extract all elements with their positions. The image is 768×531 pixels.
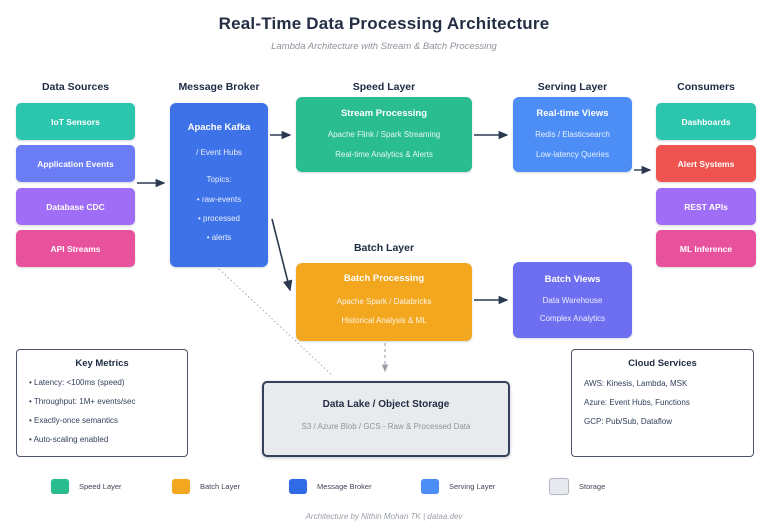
node-realtime-views: Real-time Views Redis / Elasticsearch Lo…: [513, 97, 632, 172]
legend-label: Storage: [579, 481, 606, 491]
header-batch-layer: Batch Layer: [353, 242, 415, 254]
node-title: Stream Processing: [340, 108, 428, 119]
node-line: Low-latency Queries: [536, 150, 609, 159]
cloud-services-panel: Cloud Services AWS: Kinesis, Lambda, MSK…: [571, 349, 754, 457]
header-serving-layer: Serving Layer: [537, 81, 608, 93]
node-database-cdc: Database CDC: [16, 188, 135, 225]
node-line: S3 / Azure Blob / GCS - Raw & Processed …: [301, 422, 471, 431]
node-label: ML Inference: [679, 243, 733, 254]
node-line: • alerts: [206, 233, 232, 242]
node-line: Redis / Elasticsearch: [535, 130, 610, 139]
node-label: API Streams: [50, 243, 101, 254]
node-line: • processed: [198, 214, 240, 223]
legend-storage: Storage: [549, 477, 606, 495]
node-data-lake: Data Lake / Object Storage S3 / Azure Bl…: [262, 381, 510, 457]
node-apache-kafka: Apache Kafka / Event Hubs Topics: • raw-…: [170, 103, 268, 267]
node-ml-inference: ML Inference: [656, 230, 756, 267]
legend-serving-layer: Serving Layer: [421, 478, 495, 494]
node-label: Database CDC: [46, 201, 105, 212]
node-title: Batch Views: [544, 274, 601, 285]
node-batch-views: Batch Views Data Warehouse Complex Analy…: [513, 262, 632, 338]
node-title: Real-time Views: [536, 108, 609, 119]
node-application-events: Application Events: [16, 145, 135, 182]
legend-speed-layer: Speed Layer: [51, 478, 122, 494]
node-label: Application Events: [37, 158, 114, 169]
node-title: Batch Processing: [343, 273, 425, 284]
panel-title: Cloud Services: [628, 358, 697, 369]
node-line: Apache Flink / Spark Streaming: [327, 130, 441, 139]
page-subtitle: Lambda Architecture with Stream & Batch …: [271, 41, 497, 52]
legend-label: Batch Layer: [200, 481, 241, 491]
node-line: • raw-events: [196, 195, 242, 204]
node-dashboards: Dashboards: [656, 103, 756, 140]
metric-item: • Auto-scaling enabled: [29, 435, 109, 444]
node-label: Dashboards: [681, 116, 731, 127]
node-line: Apache Spark / Databricks: [336, 297, 432, 306]
footer-credit: Architecture by Nithin Mohan TK | dataa.…: [305, 512, 463, 521]
cloud-item: GCP: Pub/Sub, Dataflow: [584, 417, 673, 426]
page-title: Real-Time Data Processing Architecture: [218, 14, 550, 33]
node-line: Complex Analytics: [539, 314, 606, 323]
legend-swatch-lightblue: [421, 478, 439, 494]
legend-swatch-orange: [172, 478, 190, 494]
legend-swatch-blue: [289, 478, 307, 494]
header-consumers: Consumers: [677, 81, 735, 93]
legend-message-broker: Message Broker: [289, 478, 372, 494]
node-title: Data Lake / Object Storage: [322, 399, 450, 410]
node-label: IoT Sensors: [51, 116, 100, 127]
node-label: REST APIs: [684, 201, 728, 212]
header-data-sources: Data Sources: [41, 81, 110, 93]
node-line: Topics:: [206, 175, 232, 184]
legend-label: Serving Layer: [449, 481, 496, 491]
node-line: Data Warehouse: [542, 296, 603, 305]
node-line: Historical Analysis & ML: [341, 316, 427, 325]
key-metrics-panel: Key Metrics • Latency: <100ms (speed) • …: [16, 349, 188, 457]
node-api-streams: API Streams: [16, 230, 135, 267]
node-batch-processing: Batch Processing Apache Spark / Databric…: [296, 263, 472, 341]
legend-swatch-green: [51, 478, 69, 494]
legend-label: Speed Layer: [79, 481, 122, 491]
node-alert-systems: Alert Systems: [656, 145, 756, 182]
metric-item: • Exactly-once semantics: [29, 416, 119, 425]
legend-swatch-gray: [549, 477, 569, 495]
cloud-item: Azure: Event Hubs, Functions: [584, 398, 690, 407]
node-line: Real-time Analytics & Alerts: [335, 150, 433, 159]
node-title: Apache Kafka: [187, 122, 251, 133]
node-rest-apis: REST APIs: [656, 188, 756, 225]
legend-label: Message Broker: [317, 481, 372, 491]
header-message-broker: Message Broker: [178, 81, 260, 93]
header-speed-layer: Speed Layer: [352, 81, 416, 93]
node-iot-sensors: IoT Sensors: [16, 103, 135, 140]
metric-item: • Latency: <100ms (speed): [29, 378, 125, 387]
node-line: / Event Hubs: [196, 148, 242, 157]
panel-title: Key Metrics: [75, 358, 129, 369]
cloud-item: AWS: Kinesis, Lambda, MSK: [584, 379, 688, 388]
metric-item: • Throughput: 1M+ events/sec: [29, 397, 136, 406]
node-stream-processing: Stream Processing Apache Flink / Spark S…: [296, 97, 472, 172]
node-label: Alert Systems: [677, 158, 735, 169]
legend-batch-layer: Batch Layer: [172, 478, 240, 494]
edge-kafka-to-batch: [271, 218, 293, 292]
